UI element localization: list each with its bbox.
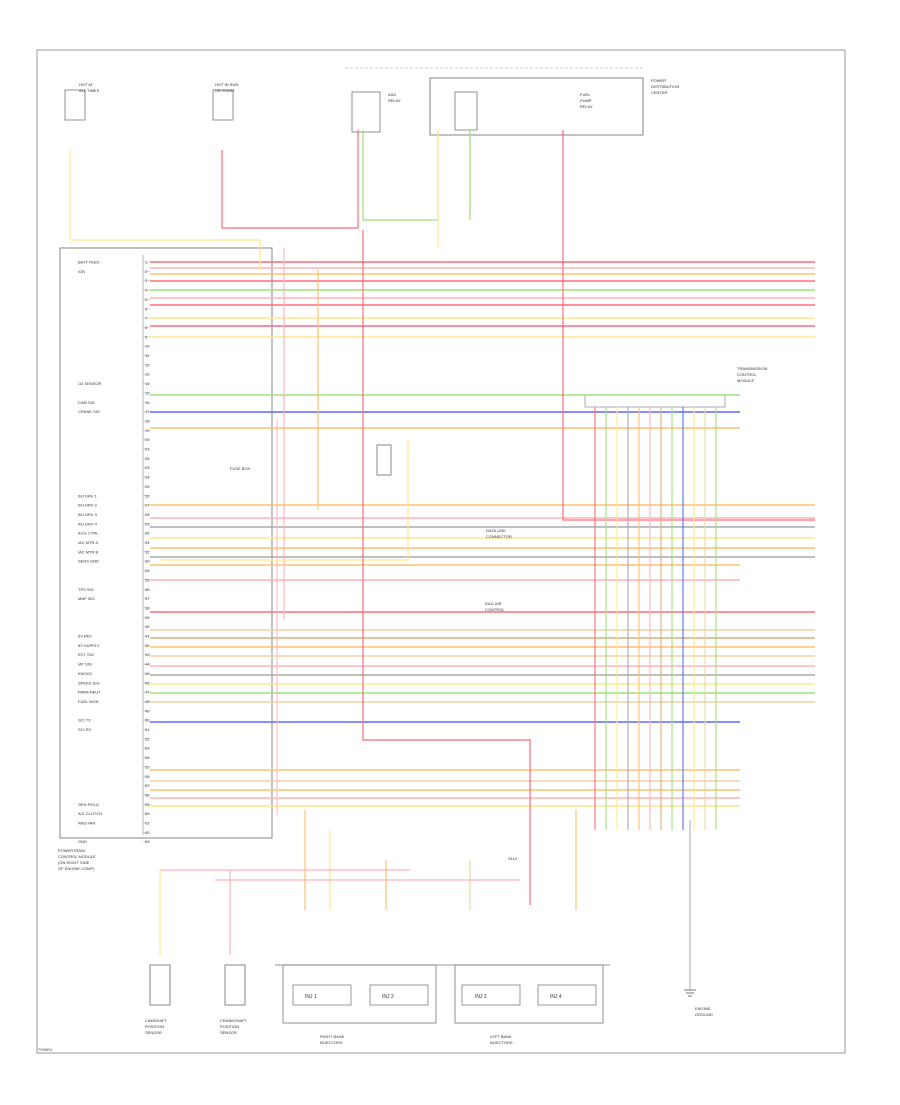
tcm-label: CONTROL <box>737 372 757 377</box>
ground-label: GROUND <box>695 1012 713 1017</box>
pcm-pin-label: INJ DRV 3 <box>78 512 98 517</box>
camshaft-sensor-label: CAMSHAFT <box>145 1018 168 1023</box>
injector-1 <box>292 984 352 1006</box>
idle-air-label: IDLE AIR <box>485 601 502 606</box>
power-distribution-box <box>429 77 644 136</box>
tcm-label: TRANSMISSION <box>737 366 768 371</box>
pcm-pin-label: GEN FIELD <box>78 802 99 807</box>
camshaft-sensor-body <box>149 964 171 1006</box>
pcm-pin-label: SPEED SIG <box>78 680 100 685</box>
fuse-icon <box>212 89 234 121</box>
camshaft-sensor-label: POSITION <box>145 1024 164 1029</box>
crankshaft-sensor-label: POSITION <box>220 1024 239 1029</box>
pcm-pin-label: SCI TX <box>78 718 91 723</box>
pcm-pin-label: MAP SIG <box>78 596 95 601</box>
crankshaft-sensor-label: SENSOR <box>220 1030 237 1035</box>
hot-at-all-times-label: HOT AT <box>79 82 94 87</box>
wire <box>69 150 261 270</box>
crankshaft-sensor-body <box>224 964 246 1006</box>
hot-at-all-times-label: ALL TIMES <box>79 88 100 93</box>
injector-label: INJ 2 <box>475 994 487 1000</box>
hot-in-run-label: HOT IN RUN <box>215 82 238 87</box>
pcm-pin-label: BATT FEED <box>78 260 100 265</box>
injector-label: INJ 1 <box>305 994 317 1000</box>
asd-relay-label: ASD <box>388 92 396 97</box>
power-distribution-label: DISTRIBUTION <box>651 84 679 89</box>
pcm-label: CONTROL MODULE <box>58 854 96 859</box>
right-bank-label: INJECTORS <box>320 1040 343 1045</box>
diagram-frame <box>36 49 846 1054</box>
pcm-pin-label: TPS SIG <box>78 587 94 592</box>
left-bank-label: INJECTORS <box>490 1040 513 1045</box>
pcm-pin-label: 5V REF <box>78 634 93 639</box>
tcm-connector <box>584 394 726 408</box>
power-distribution-label: CENTER <box>651 90 668 95</box>
pcm-pin-label: SENS GND <box>78 559 99 564</box>
tcm-plug <box>376 444 392 476</box>
footer-code: 7996R4 <box>38 1047 53 1052</box>
pcm-pin-label: IGN <box>78 269 85 274</box>
pcm-pin-label: IAT SIG <box>78 662 92 667</box>
pcm-pin-label: 8V SUPPLY <box>78 643 100 648</box>
ground-label: ENGINE <box>695 1006 711 1011</box>
pcm-pin-label: PARK/NEUT <box>78 690 101 695</box>
pcm-pin-label: IAC MTR B <box>78 549 99 554</box>
crankshaft-sensor-label: CRANKSHAFT <box>220 1018 248 1023</box>
camshaft-sensor-label: SENSOR <box>145 1030 162 1035</box>
pcm-pin-label: IDLE CTRL <box>78 531 99 536</box>
idle-air-label: CONTROL <box>485 607 505 612</box>
fuse-box-label: FUSE BOX <box>230 466 251 471</box>
data-link-label: DATA LINK <box>486 528 506 533</box>
splice-label: S110 <box>508 856 518 861</box>
injector-label: INJ 4 <box>550 994 562 1000</box>
hot-in-run-label: OR START <box>215 88 235 93</box>
pcm-pin-label: INJ DRV 1 <box>78 493 98 498</box>
right-bank-label: RIGHT BANK <box>320 1034 345 1039</box>
injector-4 <box>537 984 597 1006</box>
pcm-pin-label: SCI RX <box>78 727 92 732</box>
fuel-pump-relay-label: RELAY <box>580 104 593 109</box>
wire <box>562 130 815 521</box>
injector-label: INJ 3 <box>382 994 394 1000</box>
fuel-pump-relay-label: PUMP <box>580 98 592 103</box>
wire-layer <box>69 130 815 990</box>
pcm-pin-label: RAD FAN <box>78 821 95 826</box>
pcm-pin-label: ECT SIG <box>78 652 94 657</box>
asd-relay-box <box>351 91 381 133</box>
injector-2 <box>461 984 521 1006</box>
pcm-label: POWERTRAIN <box>58 848 85 853</box>
tcm-label: MODULE <box>737 378 754 383</box>
pcm-pin-label: CRANK SIG <box>78 409 100 414</box>
pcm-pin-label: GND <box>78 839 87 844</box>
asd-relay-label: RELAY <box>388 98 401 103</box>
wire <box>160 440 409 561</box>
pcm-box <box>59 247 273 839</box>
power-distribution-label: POWER <box>651 78 666 83</box>
pcm-pin-label: INJ DRV 4 <box>78 521 98 526</box>
left-bank-label: LEFT BANK <box>490 1034 512 1039</box>
pcm-pin-label: A/C CLUTCH <box>78 811 102 816</box>
fuse-icon <box>64 89 86 121</box>
wire <box>221 130 359 229</box>
pcm-pin-label: FUEL MON <box>78 699 99 704</box>
pcm-pin-label: IAC MTR A <box>78 540 98 545</box>
injector-3 <box>369 984 429 1006</box>
fuel-pump-relay-label: FUEL <box>580 92 591 97</box>
wire <box>362 230 531 905</box>
pcm-label: (ON RIGHT SIDE <box>58 860 90 865</box>
pcm-pin-label: KNOCK <box>78 671 93 676</box>
pcm-pin-label: O2 SENSOR <box>78 381 101 386</box>
data-link-label: CONNECTOR <box>486 534 512 539</box>
pcm-label: OF ENGINE COMP) <box>58 866 95 871</box>
pcm-pin-label: INJ DRV 2 <box>78 503 98 508</box>
wire <box>362 130 439 221</box>
pcm-pin-label: CAM SIG <box>78 400 95 405</box>
